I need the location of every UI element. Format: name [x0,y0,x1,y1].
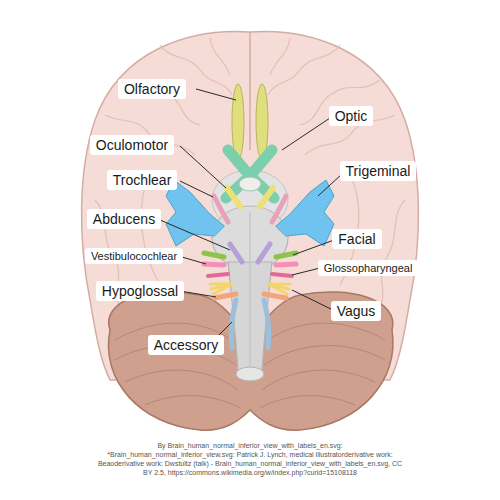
gyrus-line [210,38,230,75]
nerve-label: Vestibulocochlear [85,248,183,265]
vagus-nerve [210,284,232,294]
image-credit: By Brain_human_normal_inferior_view_with… [95,441,405,477]
nerve-label: Accessory [148,335,225,355]
gyrus-line [270,38,290,75]
leader-line [292,268,320,275]
nerve-label: Abducens [87,209,161,229]
leader-line [318,174,342,196]
nerve-label: Olfactory [118,79,186,99]
median-fissure [250,212,251,372]
leader-line [180,291,216,297]
nerve-label: Oculomotor [90,135,174,155]
gyrus-line [378,200,405,310]
abducens-nerve [230,244,242,262]
leader-line [182,257,206,264]
leader-lines [160,89,342,340]
nerve-label: Optic [329,106,374,126]
folium-line [145,396,240,408]
leader-line [160,220,230,250]
accessory-nerve [231,300,236,348]
nerve-label: Facial [332,229,381,249]
leader-line [196,89,236,100]
leader-line [282,118,330,150]
nerve-label: Glossopharyngeal [318,260,419,277]
leader-line [180,181,213,197]
folium-line [125,370,238,390]
trochlear-nerve [214,196,228,222]
longitudinal-fissure [249,32,251,150]
folium-line [268,323,385,340]
gyrus-line [268,45,340,95]
nerve-label: Trigeminal [340,161,417,181]
folium-line [260,396,355,408]
glossopharyngeal-nerve [208,274,228,276]
temporal-lobe-edge [141,175,160,285]
spinal-cord-section [236,367,264,381]
nerve-label: Vagus [331,301,382,321]
leader-line [180,146,226,188]
hypoglossal-nerve [214,294,236,298]
folium-line [264,346,385,365]
oculomotor-nerve [227,188,240,206]
leader-line [292,290,333,310]
leader-line [293,240,334,255]
nerve-label: Trochlear [107,170,178,190]
optic-chiasm [226,150,274,198]
pituitary-stalk [239,177,261,191]
nerve-label: Hypoglossal [96,281,184,301]
vestibulocochlear-nerve [204,264,224,265]
folium-line [262,370,375,390]
facial-nerve [204,253,224,257]
